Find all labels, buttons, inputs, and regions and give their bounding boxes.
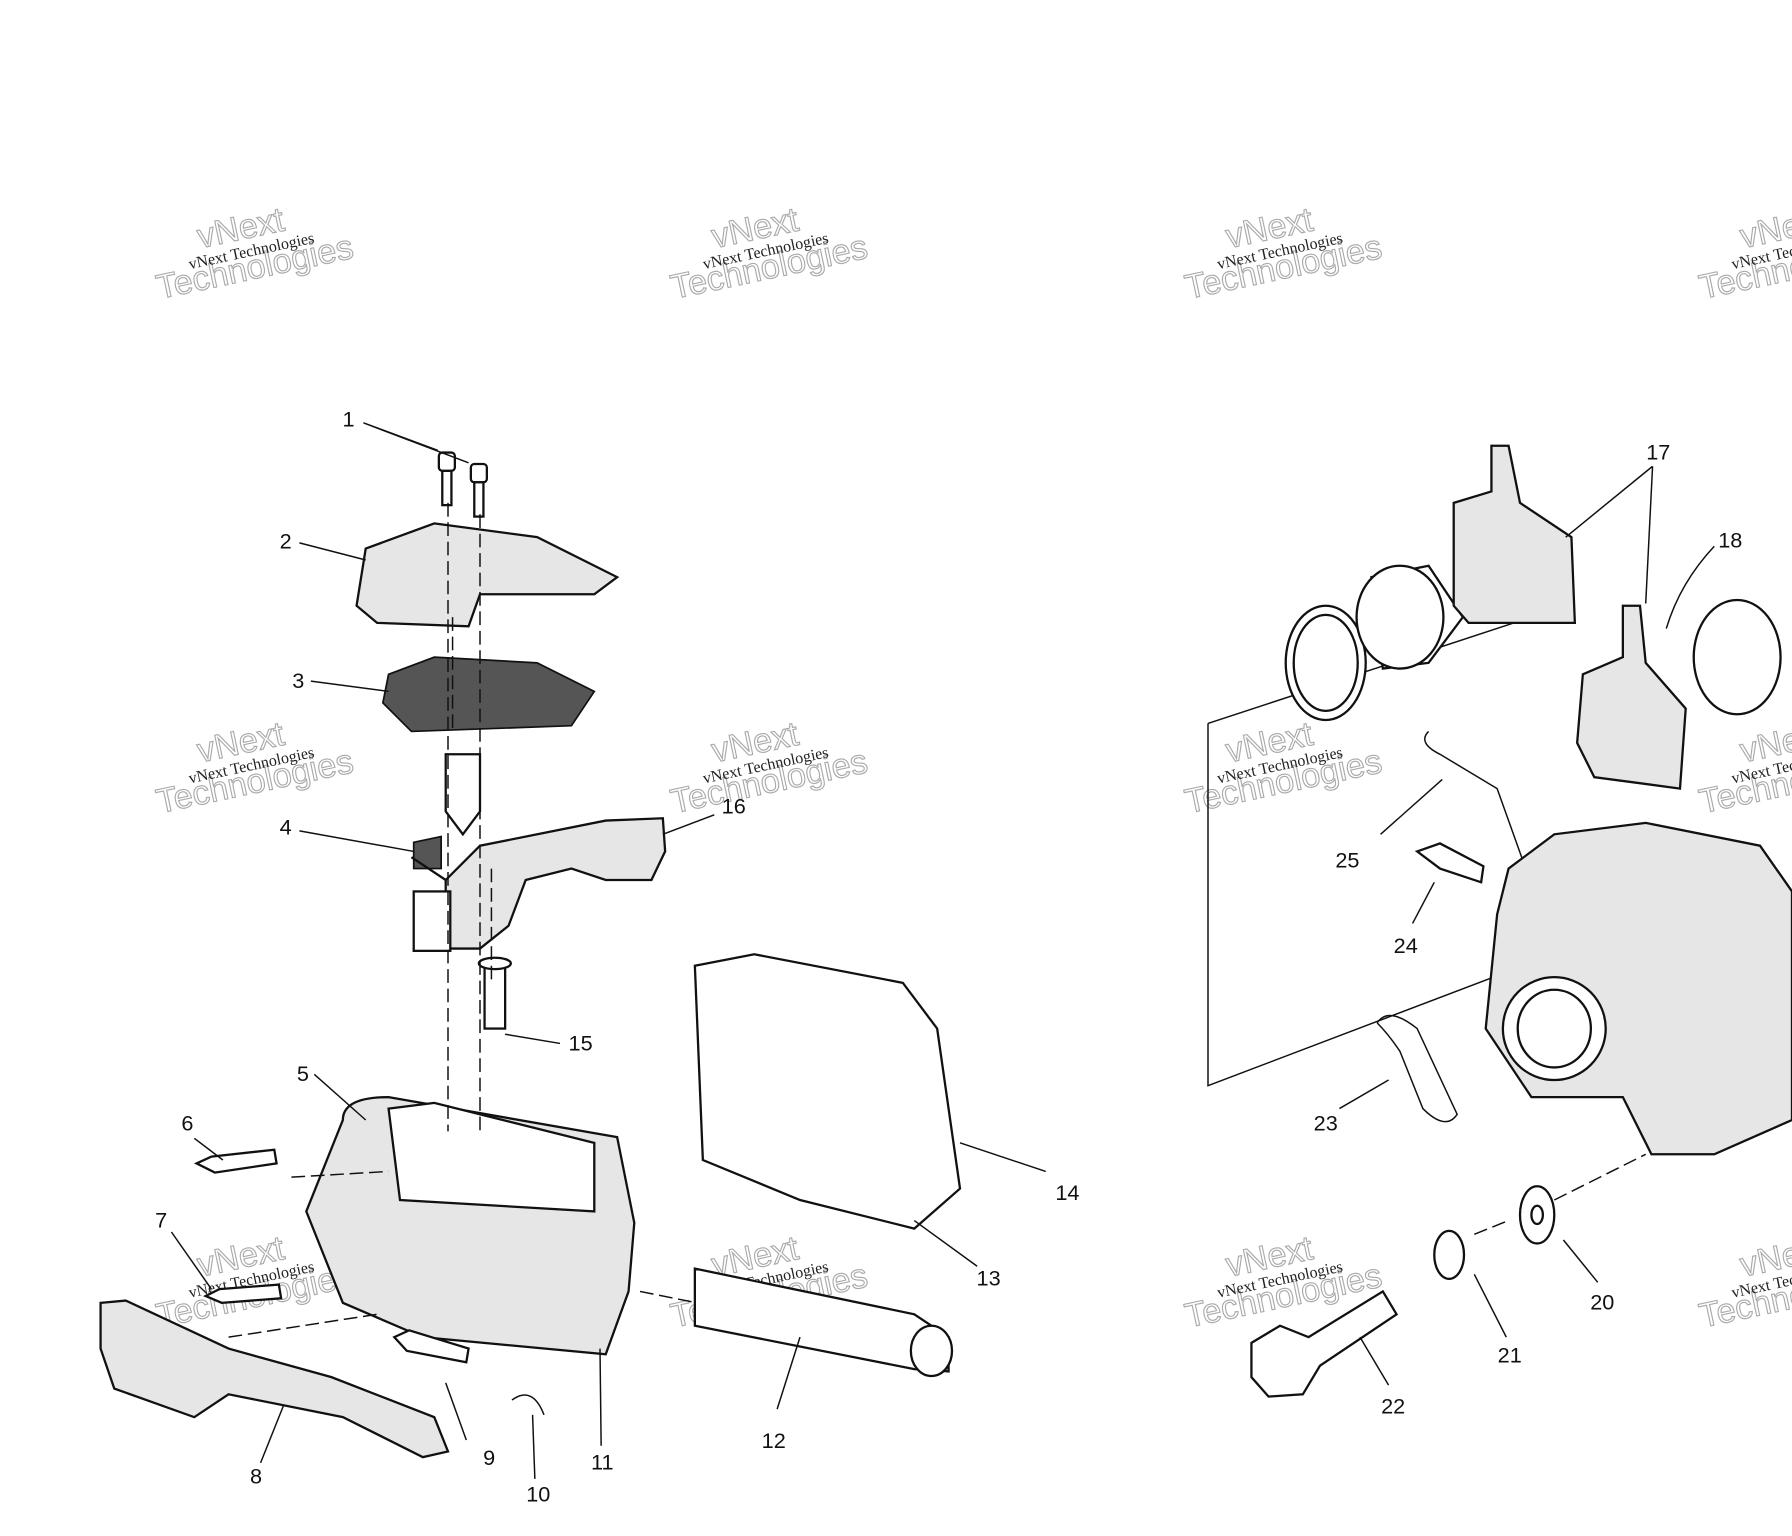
callout-9: 9 bbox=[483, 1445, 495, 1470]
callout-10: 10 bbox=[526, 1482, 550, 1507]
pin-25 bbox=[1424, 730, 1527, 869]
callout-2: 2 bbox=[280, 529, 292, 554]
callout-6: 6 bbox=[181, 1110, 193, 1135]
callout-13: 13 bbox=[977, 1266, 1001, 1291]
callout-8: 8 bbox=[250, 1463, 262, 1488]
piston-12 bbox=[693, 1267, 950, 1373]
screw-9 bbox=[392, 1329, 470, 1364]
screw-7 bbox=[202, 1283, 283, 1305]
screws-1 bbox=[437, 451, 488, 518]
leader-lines bbox=[170, 422, 1715, 1479]
callout-20: 20 bbox=[1590, 1290, 1614, 1315]
callout-16: 16 bbox=[722, 794, 746, 819]
piston-18 bbox=[1692, 598, 1782, 716]
callout-7: 7 bbox=[155, 1207, 167, 1232]
callout-15: 15 bbox=[569, 1030, 593, 1055]
bleeder-24 bbox=[1414, 842, 1485, 884]
callout-23: 23 bbox=[1314, 1110, 1338, 1135]
lever-bracket bbox=[412, 890, 452, 952]
callout-22: 22 bbox=[1381, 1394, 1405, 1419]
callout-24: 24 bbox=[1394, 933, 1418, 958]
callout-4: 4 bbox=[280, 814, 292, 839]
parking-lever-16 bbox=[410, 817, 667, 950]
callout-5: 5 bbox=[297, 1061, 309, 1086]
screw-6 bbox=[193, 1148, 278, 1174]
callout-3: 3 bbox=[292, 668, 304, 693]
bolt-22 bbox=[1250, 1289, 1399, 1398]
callout-12: 12 bbox=[762, 1428, 786, 1453]
clip-10 bbox=[511, 1394, 545, 1416]
float-plunger bbox=[444, 753, 482, 837]
callout-14: 14 bbox=[1055, 1180, 1079, 1205]
clamp-13 bbox=[693, 953, 962, 1230]
callout-17: 17 bbox=[1646, 439, 1670, 464]
callout-1: 1 bbox=[343, 406, 355, 431]
reservoir-cover-2 bbox=[355, 522, 620, 628]
outline-box bbox=[1207, 616, 1532, 1087]
lock-washer-21 bbox=[1433, 1229, 1466, 1280]
brake-pad-17a bbox=[1452, 444, 1577, 624]
callout-21: 21 bbox=[1498, 1342, 1522, 1367]
clip-23 bbox=[1376, 1014, 1458, 1123]
brake-lever-8 bbox=[99, 1299, 450, 1459]
brake-pad-17b bbox=[1575, 604, 1687, 790]
callout-11: 11 bbox=[591, 1450, 614, 1475]
spring-4 bbox=[412, 835, 442, 870]
callout-18: 18 bbox=[1718, 527, 1742, 552]
callout-25: 25 bbox=[1335, 847, 1359, 872]
diaphragm-3 bbox=[381, 656, 596, 733]
